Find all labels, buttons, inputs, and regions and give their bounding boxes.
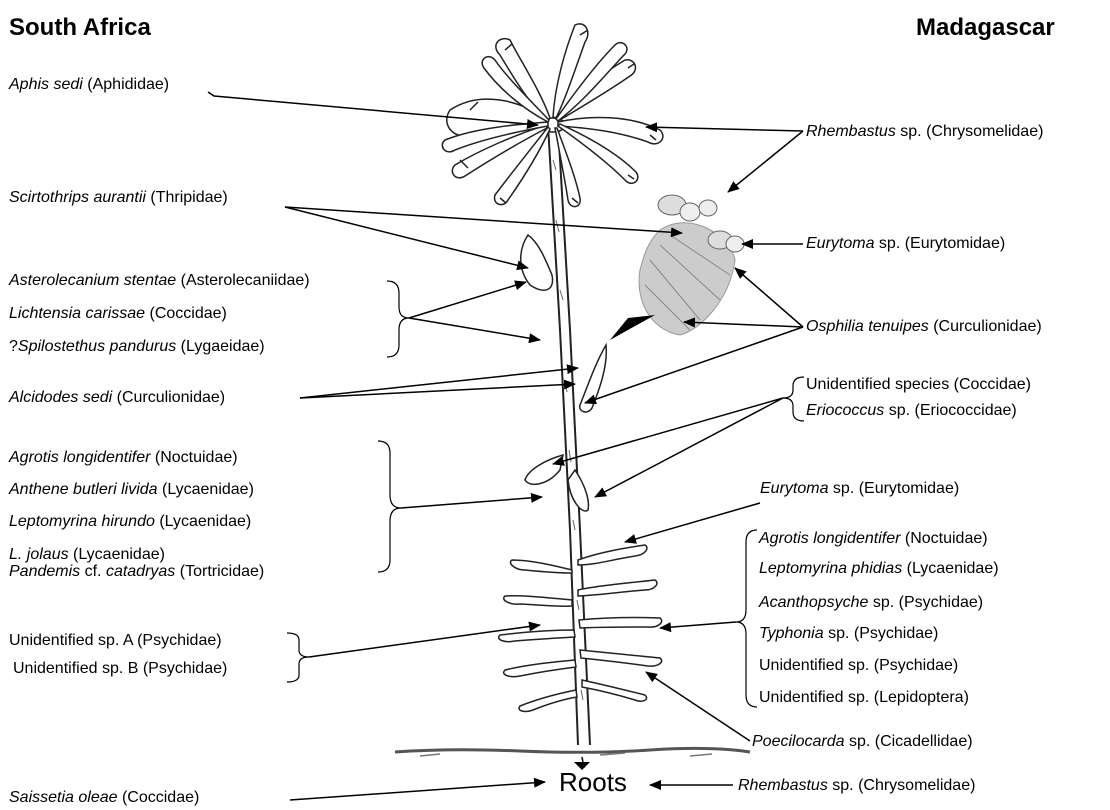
brackets <box>287 281 804 707</box>
label-pandemis-catadryas: Pandemis cf. catadryas (Tortricidae) <box>9 563 264 581</box>
label-asterolecanium-stentae: Asterolecanium stentae (Asterolecaniidae… <box>9 272 310 290</box>
madagascar-heading: Madagascar <box>916 14 1055 42</box>
label-unidentified-sp-a: Unidentified sp. A (Psychidae) <box>9 632 222 650</box>
flower-cluster <box>442 24 663 207</box>
label-lichtensia-carissae: Lichtensia carissae (Coccidae) <box>9 305 227 323</box>
label-unidentified-psychidae: Unidentified sp. (Psychidae) <box>759 657 958 675</box>
label-eurytoma-top: Eurytoma sp. (Eurytomidae) <box>806 235 1005 253</box>
label-saissetia-oleae: Saissetia oleae (Coccidae) <box>9 789 199 807</box>
label-acanthopsyche: Acanthopsyche sp. (Psychidae) <box>759 594 983 612</box>
label-unidentified-sp-b: Unidentified sp. B (Psychidae) <box>13 660 227 678</box>
label-alcidodes-sedi: Alcidodes sedi (Curculionidae) <box>9 389 225 407</box>
label-agrotis-longidentifer-sa: Agrotis longidentifer (Noctuidae) <box>9 449 238 467</box>
south-africa-heading: South Africa <box>9 14 151 42</box>
label-rhembastus-bottom: Rhembastus sp. (Chrysomelidae) <box>738 777 975 795</box>
inset-flower <box>610 195 744 340</box>
label-unidentified-coccidae: Unidentified species (Coccidae) <box>806 376 1031 394</box>
label-typhonia: Typhonia sp. (Psychidae) <box>759 625 938 643</box>
ground-line <box>395 748 750 752</box>
label-unidentified-lepidoptera: Unidentified sp. (Lepidoptera) <box>759 689 969 707</box>
label-aphis-sedi: Aphis sedi (Aphididae) <box>9 76 169 94</box>
label-l-jolaus: L. jolaus (Lycaenidae) <box>9 546 165 564</box>
label-eriococcus: Eriococcus sp. (Eriococcidae) <box>806 402 1017 420</box>
label-leptomyrina-hirundo: Leptomyrina hirundo (Lycaenidae) <box>9 513 251 531</box>
label-rhembastus-top: Rhembastus sp. (Chrysomelidae) <box>806 123 1043 141</box>
label-scirtothrips-aurantii: Scirtothrips aurantii (Thripidae) <box>9 189 228 207</box>
label-eurytoma-mid: Eurytoma sp. (Eurytomidae) <box>760 480 959 498</box>
label-leptomyrina-phidias: Leptomyrina phidias (Lycaenidae) <box>759 560 999 578</box>
label-osphilia-tenuipes: Osphilia tenuipes (Curculionidae) <box>806 318 1042 336</box>
plant-leaves <box>499 235 662 711</box>
label-poecilocarda: Poecilocarda sp. (Cicadellidae) <box>752 733 973 751</box>
label-agrotis-longidentifer-mg: Agrotis longidentifer (Noctuidae) <box>759 530 988 548</box>
label-spilostethus-pandurus: ?Spilostethus pandurus (Lygaeidae) <box>9 338 265 356</box>
label-anthene-butleri-livida: Anthene butleri livida (Lycaenidae) <box>9 481 254 499</box>
roots-label: Roots <box>559 767 627 798</box>
